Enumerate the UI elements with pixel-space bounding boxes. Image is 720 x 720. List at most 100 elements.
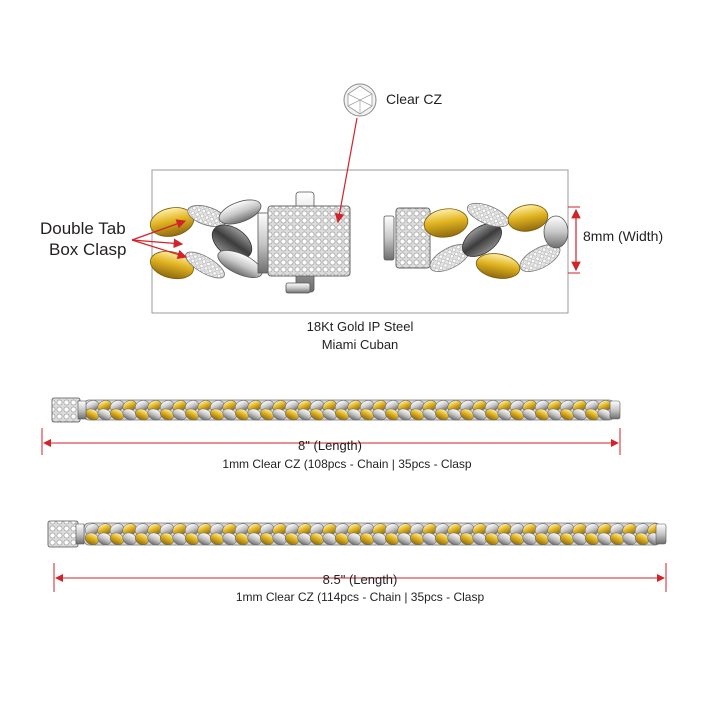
chain-link xyxy=(535,408,549,421)
chain-link xyxy=(272,532,287,546)
chain-link xyxy=(247,532,262,546)
clasp-pointer-line-2 xyxy=(131,238,184,249)
chain-link xyxy=(260,408,274,421)
chain-link xyxy=(534,532,550,546)
chain-link xyxy=(597,532,612,546)
stones-8-5-label: 1mm Clear CZ (114pcs - Chain | 35pcs - C… xyxy=(235,590,485,604)
chain-link xyxy=(134,532,150,546)
chain-link xyxy=(372,532,387,546)
chain-link xyxy=(410,408,424,421)
chain-link xyxy=(335,408,349,421)
clasp-pointer-line-3 xyxy=(131,239,188,260)
bracelet-8-inch xyxy=(51,397,621,423)
chain-link xyxy=(322,532,337,546)
chain-link xyxy=(97,408,112,421)
chain-link xyxy=(422,532,437,546)
chain-link xyxy=(347,408,362,421)
chain-link xyxy=(122,532,137,546)
chain-link xyxy=(122,408,137,421)
chain-link xyxy=(222,408,237,421)
chain-link xyxy=(572,408,587,421)
closeup-chain-right xyxy=(383,202,569,279)
chain-link xyxy=(147,408,162,421)
chain-link xyxy=(285,408,299,421)
chain-link xyxy=(460,408,474,421)
chain-link xyxy=(397,532,412,546)
chain-link xyxy=(585,408,599,421)
chain-link xyxy=(485,408,499,421)
chain-link xyxy=(147,532,162,546)
chain-link xyxy=(247,408,262,421)
chain-link xyxy=(184,532,200,546)
chain-link xyxy=(434,532,450,546)
chain-link xyxy=(359,532,375,546)
cz-label: Clear CZ xyxy=(386,91,443,107)
chain-link xyxy=(222,532,237,546)
cz-gem-icon xyxy=(343,83,377,117)
chain-link xyxy=(310,408,324,421)
chain-link xyxy=(447,532,462,546)
chain-link xyxy=(510,408,524,421)
chain-link xyxy=(385,408,399,421)
clasp-label-line1: Double Tab xyxy=(40,219,126,238)
width-label: 8mm (Width) xyxy=(583,228,664,244)
chain-link xyxy=(609,532,625,546)
chain-link xyxy=(447,408,462,421)
chain-link xyxy=(84,532,100,546)
chain-link xyxy=(197,408,212,421)
chain-link xyxy=(372,408,387,421)
chain-link xyxy=(185,408,199,421)
chain-link xyxy=(622,532,637,546)
chain-link xyxy=(547,532,562,546)
chain-link xyxy=(284,532,300,546)
chain-link xyxy=(259,532,275,546)
chain-link xyxy=(547,408,562,421)
chain-link xyxy=(135,408,149,421)
stones-8-label: 1mm Clear CZ (108pcs - Chain | 35pcs - C… xyxy=(222,457,472,471)
chain-link xyxy=(234,532,250,546)
chain-link xyxy=(109,532,125,546)
bracelet-8-5-links xyxy=(84,523,662,546)
chain-link xyxy=(347,532,362,546)
style-caption: Miami Cuban xyxy=(321,337,399,352)
chain-link xyxy=(509,532,525,546)
chain-link xyxy=(472,408,487,421)
chain-link xyxy=(197,532,212,546)
chain-link xyxy=(397,408,412,421)
chain-link xyxy=(297,408,312,421)
chain-link xyxy=(472,532,487,546)
chain-link xyxy=(235,408,249,421)
chain-link xyxy=(634,532,650,546)
chain-link xyxy=(209,532,225,546)
chain-link xyxy=(422,408,437,421)
chain-link xyxy=(322,408,337,421)
closeup-box-clasp xyxy=(257,191,351,294)
length-8-5-label: 8.5" (Length) xyxy=(322,572,398,587)
chain-link xyxy=(309,532,325,546)
cz-pointer-line xyxy=(334,117,358,224)
chain-link xyxy=(584,532,600,546)
bracelet-8-links xyxy=(85,400,612,421)
chain-link xyxy=(159,532,175,546)
chain-link xyxy=(384,532,400,546)
chain-link xyxy=(210,408,224,421)
chain-link xyxy=(484,532,500,546)
chain-link xyxy=(522,532,537,546)
chain-link xyxy=(497,532,512,546)
chain-link xyxy=(110,408,124,421)
chain-link xyxy=(172,532,187,546)
clasp-pointer-line-1 xyxy=(131,219,187,241)
chain-link xyxy=(497,408,512,421)
chain-link xyxy=(97,532,112,546)
length-8-label: 8" (Length) xyxy=(298,438,362,453)
chain-link xyxy=(334,532,350,546)
chain-link xyxy=(360,408,374,421)
chain-link xyxy=(522,408,537,421)
clasp-label-line2: Box Clasp xyxy=(49,240,127,259)
bracelet-8-5-inch xyxy=(47,520,667,548)
chain-link xyxy=(435,408,449,421)
chain-link xyxy=(272,408,287,421)
chain-link xyxy=(160,408,174,421)
chain-link xyxy=(459,532,475,546)
